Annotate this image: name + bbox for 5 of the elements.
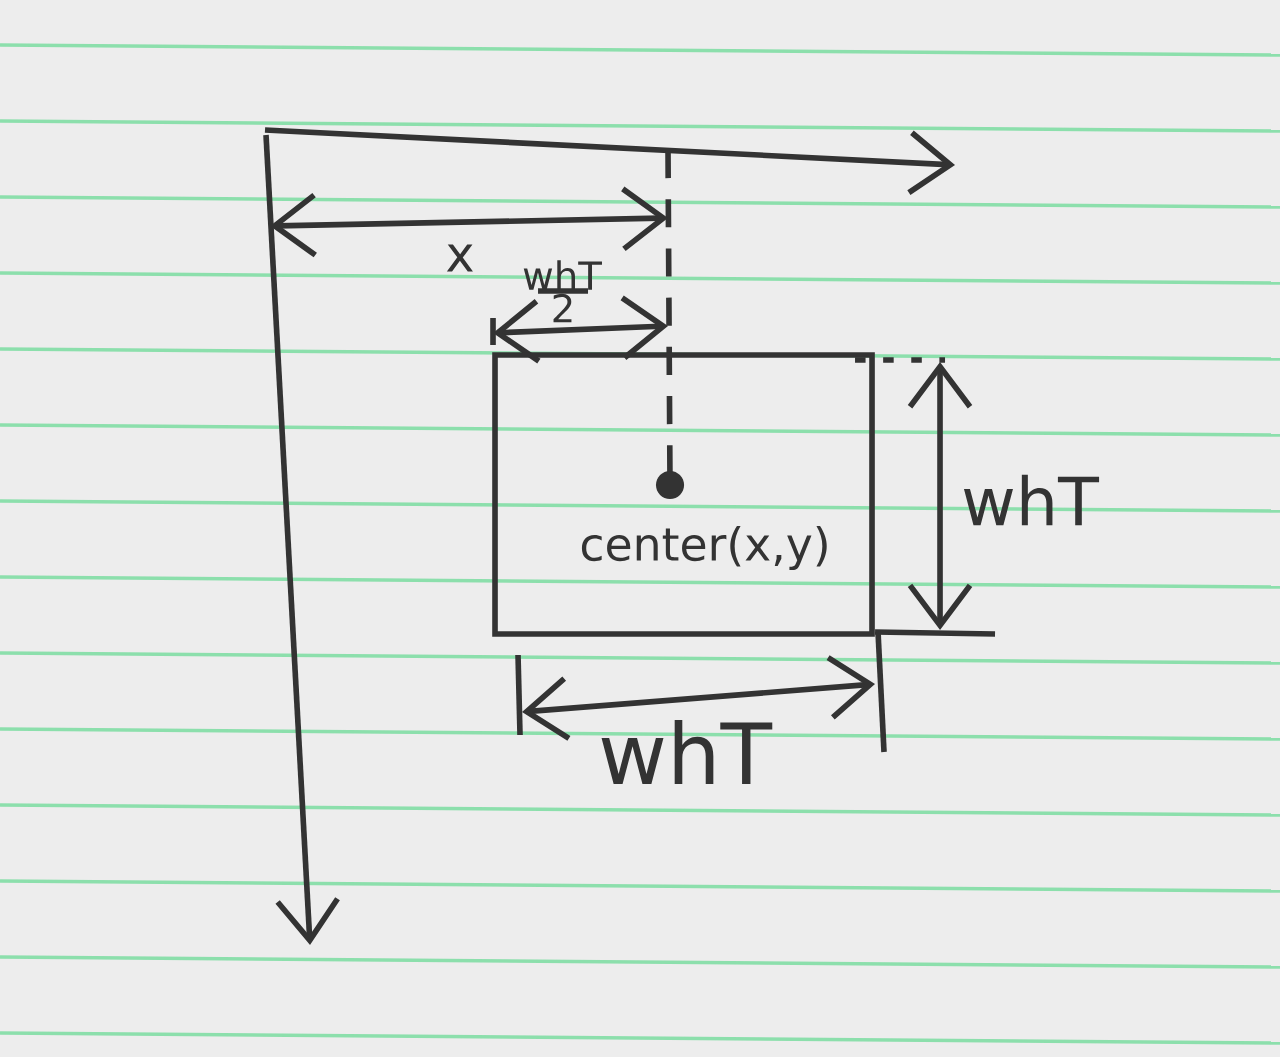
dimension-label: whT bbox=[963, 474, 1100, 526]
dimension-label: x bbox=[446, 244, 473, 272]
rectangle: center(x,y) bbox=[492, 352, 875, 637]
dimension-label: whT bbox=[601, 720, 773, 785]
dimension-label: whT bbox=[523, 260, 602, 290]
